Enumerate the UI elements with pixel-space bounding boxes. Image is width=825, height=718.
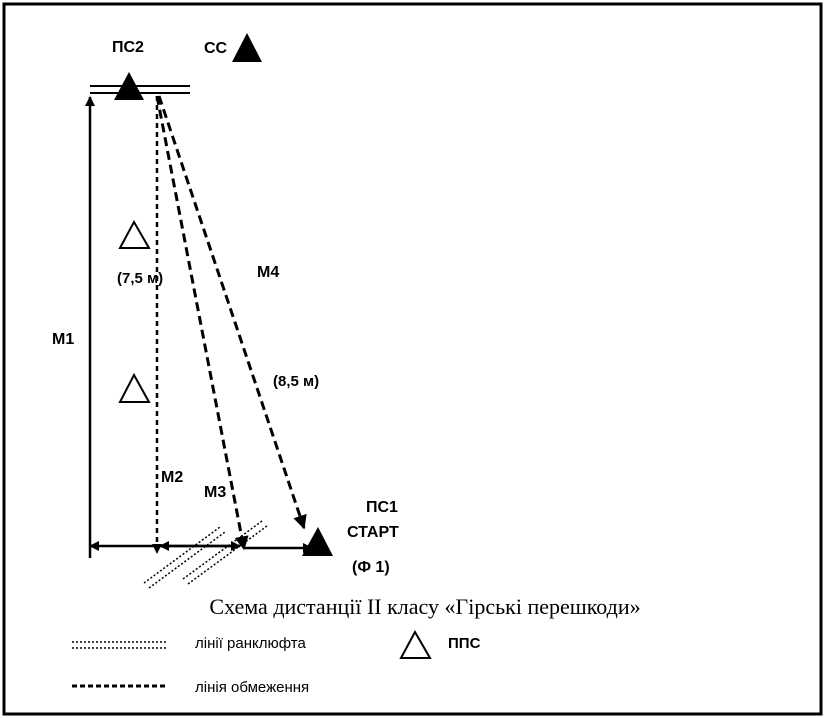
rankluft-line-3 bbox=[182, 520, 263, 580]
rankluft-line-4 bbox=[187, 525, 268, 585]
rankluft-line-2 bbox=[148, 531, 226, 589]
ps1-label: ПС1 bbox=[366, 499, 398, 516]
pps-triangle-icon-1 bbox=[118, 219, 151, 249]
ps2-triangle-icon bbox=[114, 72, 144, 100]
phase-label: (Ф 1) bbox=[352, 559, 390, 576]
legend-rankluft-label: лінії ранклюфта bbox=[195, 635, 306, 652]
ps1-triangle-icon bbox=[302, 527, 333, 556]
legend-pps-label: ППС bbox=[448, 635, 481, 652]
m3-dashed-line bbox=[155, 95, 249, 551]
rankluft-line-1 bbox=[143, 526, 221, 584]
m4-label: М4 bbox=[257, 264, 279, 281]
diagram-caption: Схема дистанції ІІ класу «Гірські перешк… bbox=[209, 594, 640, 619]
legend-pps-triangle-icon bbox=[399, 629, 432, 659]
ss-label: СС bbox=[204, 40, 228, 57]
start-label: СТАРТ bbox=[347, 524, 399, 541]
m2-label: М2 bbox=[161, 469, 183, 486]
m1-label: М1 bbox=[52, 331, 74, 348]
ps2-label: ПС2 bbox=[112, 39, 144, 56]
pps-triangle-icon-2 bbox=[118, 372, 151, 403]
legend-restriction-label: лінія обмеження bbox=[195, 679, 309, 696]
ss-triangle-icon bbox=[232, 33, 262, 62]
m3-label: М3 bbox=[204, 484, 226, 501]
dist-8-5-label: (8,5 м) bbox=[273, 373, 319, 390]
m4-dashed-line bbox=[157, 95, 307, 530]
dist-7-5-label: (7,5 м) bbox=[117, 270, 163, 287]
